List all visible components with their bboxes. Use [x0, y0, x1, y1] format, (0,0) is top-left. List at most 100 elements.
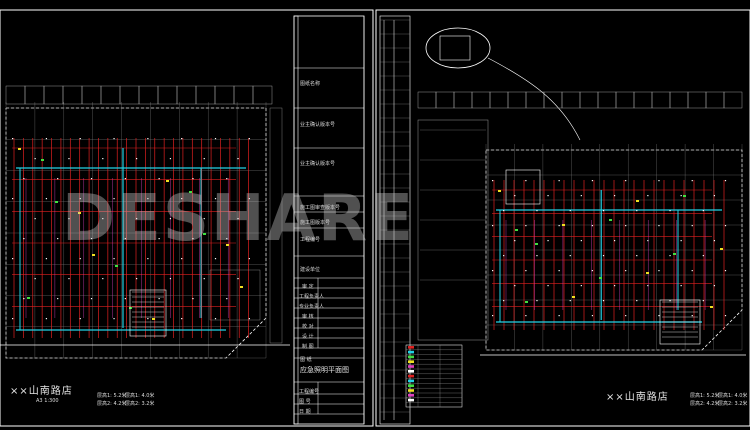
left-plan-device — [240, 286, 243, 288]
right-plan-fixture — [625, 180, 627, 182]
left-plan-fixture — [113, 318, 115, 320]
right-plan-fixture — [713, 195, 716, 197]
right-plan-fixture — [503, 300, 505, 302]
right-plan-fixture — [691, 225, 693, 227]
right-plan-device — [525, 301, 528, 303]
tb-field-1: 图纸名称 — [300, 81, 321, 87]
right-plan-fixture — [536, 255, 538, 257]
left-plan-fixture — [45, 258, 48, 260]
sign-row-6: 设 计 — [302, 334, 314, 340]
right-plan-fixture — [569, 300, 571, 302]
left-plan-fixture — [68, 158, 70, 160]
right-plan-fixture — [658, 315, 660, 317]
left-shop-unit — [5, 85, 26, 105]
left-plan-device — [41, 159, 44, 161]
detail-callout — [425, 27, 491, 69]
right-plan-fixture — [558, 270, 560, 272]
left-shop-unit — [81, 85, 102, 105]
right-shop-unit — [417, 91, 437, 109]
watermark: DESHARE — [62, 182, 416, 256]
left-plan-fixture — [124, 238, 126, 240]
left-plan-device — [55, 201, 58, 203]
left-plan-fixture — [57, 238, 59, 240]
legend-swatch — [408, 384, 414, 387]
left-plan-fixture — [23, 178, 25, 180]
legend-swatch — [408, 398, 414, 402]
left-stair — [129, 289, 167, 337]
left-plan-device — [78, 212, 81, 214]
left-plan-fixture — [68, 278, 70, 280]
left-plan-fixture — [181, 258, 183, 260]
left-plan-device — [115, 265, 118, 267]
left-plan-fixture — [113, 258, 115, 260]
left-plan-fixture — [169, 158, 172, 160]
left-plan-fixture — [248, 138, 250, 140]
tb-field-7: 建设单位 — [300, 267, 321, 273]
right-plan-fixture — [625, 225, 627, 227]
legend-swatch — [408, 389, 414, 392]
sign-row-4: 审 核 — [302, 314, 314, 320]
left-store-name: ××山南路店 — [10, 386, 73, 397]
left-plan-fixture — [203, 278, 205, 280]
right-plan-device — [683, 195, 686, 197]
legend-swatch — [408, 374, 414, 378]
left-shop-unit — [233, 85, 254, 105]
right-shop-unit — [561, 91, 581, 109]
right-height-4: 层高2: 3.2米 — [718, 401, 748, 407]
left-plan-fixture — [23, 298, 25, 300]
right-plan-fixture — [691, 270, 693, 272]
footer-row-3: 日 期 — [299, 409, 311, 415]
right-shop-unit — [687, 91, 707, 109]
left-plan-fixture — [214, 198, 217, 200]
right-shop-unit — [723, 91, 743, 109]
left-height-1: 层高1: 5.2米 — [97, 393, 127, 399]
right-plan-fixture — [580, 195, 582, 197]
detail-box — [439, 35, 471, 61]
left-plan-fixture — [158, 178, 160, 180]
right-plan-fixture — [602, 255, 605, 257]
right-left-strip — [379, 15, 411, 425]
right-plan-fixture — [547, 195, 549, 197]
left-plan-fixture — [147, 318, 149, 320]
left-plan-fixture — [12, 138, 14, 140]
left-shop-unit — [176, 85, 197, 105]
right-shop-unit — [669, 91, 689, 109]
right-core — [505, 169, 541, 205]
left-plan-fixture — [68, 218, 70, 220]
right-plan-device — [710, 306, 713, 308]
left-plan-device — [27, 297, 30, 299]
left-plan-fixture — [12, 318, 14, 320]
right-shop-unit — [453, 91, 473, 109]
right-plan-fixture — [680, 195, 682, 197]
right-plan-fixture — [525, 315, 527, 317]
left-plan-fixture — [34, 278, 36, 280]
right-height-1: 层高1: 5.2米 — [690, 393, 720, 399]
right-plan-device — [562, 224, 565, 226]
right-plan-fixture — [503, 210, 505, 212]
left-plan-fixture — [248, 258, 250, 260]
left-plan-fixture — [79, 318, 81, 320]
left-plan-fixture — [214, 138, 217, 140]
left-plan-fixture — [79, 138, 81, 140]
right-plan-device — [535, 243, 538, 245]
left-plan-fixture — [192, 298, 194, 300]
left-plan-fixture — [226, 298, 228, 300]
left-height-3: 层高1: 4.0米 — [125, 393, 155, 399]
tb-field-3: 业主确认版本号 — [300, 161, 336, 167]
left-corridor — [269, 107, 283, 344]
left-plan-fixture — [102, 218, 104, 220]
left-plan-device — [129, 307, 132, 309]
left-plan-device — [166, 180, 169, 182]
right-plan-fixture — [536, 300, 538, 302]
remark-label: 图 纸 — [300, 357, 312, 363]
left-scale: A3 1:300 — [36, 398, 59, 404]
left-height-4: 层高2: 3.2米 — [125, 401, 155, 407]
right-plan-fixture — [669, 255, 671, 257]
right-plan-device — [498, 190, 501, 192]
right-plan-fixture — [602, 210, 605, 212]
left-plan-fixture — [79, 198, 81, 200]
right-plan-fixture — [658, 225, 660, 227]
right-plan-fixture — [669, 210, 671, 212]
right-plan-fixture — [558, 225, 560, 227]
left-shop-unit — [252, 85, 273, 105]
